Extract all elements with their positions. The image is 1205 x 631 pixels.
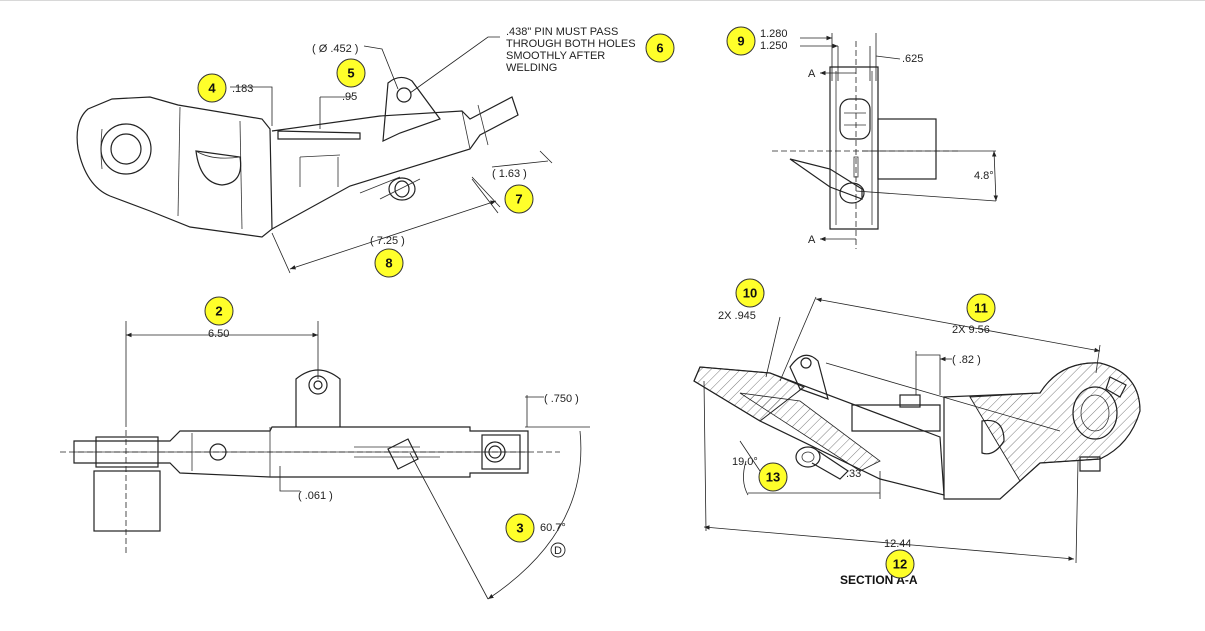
- view-top: [60, 321, 590, 600]
- dim-650: 6.50: [208, 328, 229, 340]
- balloon-5: 5: [336, 58, 366, 88]
- view-section-a-a: [693, 296, 1141, 564]
- balloon-8: 8: [374, 248, 404, 278]
- dim-1280: 1.280: [760, 28, 788, 40]
- dim-95: .95: [342, 91, 357, 103]
- datum-label: D: [554, 545, 562, 557]
- dim-750: ( .750 ): [544, 393, 579, 405]
- balloon-6: 6: [645, 33, 675, 63]
- dim-956: 2X 9.56: [952, 324, 990, 336]
- dim-1250: 1.250: [760, 40, 788, 52]
- balloon-label: 6: [656, 41, 663, 56]
- dim-48: 4.8°: [974, 170, 994, 182]
- balloon-label: 8: [385, 256, 392, 271]
- dim-1244: 12.44: [884, 538, 912, 550]
- note-pin-line4: WELDING: [506, 62, 557, 74]
- balloon-label: 5: [347, 66, 354, 81]
- balloon-label: 10: [743, 286, 757, 301]
- note-pin-line2: THROUGH BOTH HOLES: [506, 38, 636, 50]
- dim-183: .183: [232, 83, 253, 95]
- dim-82: ( .82 ): [952, 354, 981, 366]
- dim-625: .625: [902, 53, 923, 65]
- balloon-label: 9: [737, 34, 744, 49]
- view-isometric: [76, 76, 519, 238]
- dim-163: ( 1.63 ): [492, 168, 527, 180]
- section-marker-top: A: [808, 68, 816, 80]
- balloon-2: 2: [204, 296, 234, 326]
- section-marker-bottom: A: [808, 234, 816, 246]
- balloon-label: 11: [974, 301, 988, 316]
- balloon-13: 13: [758, 462, 788, 492]
- dim-725: ( 7.25 ): [370, 235, 405, 247]
- dim-33: .33: [846, 468, 861, 480]
- dimensions-view-1: [230, 36, 553, 274]
- dim-061: ( .061 ): [298, 490, 333, 502]
- balloon-4: 4: [197, 73, 227, 103]
- balloon-label: 4: [208, 81, 216, 96]
- balloon-11: 11: [966, 293, 996, 323]
- dim-945: 2X .945: [718, 310, 756, 322]
- dim-pin-dia: ( Ø .452 ): [312, 43, 358, 55]
- balloon-label: 3: [516, 521, 523, 536]
- balloon-9: 9: [726, 26, 756, 56]
- balloon-label: 7: [515, 192, 522, 207]
- note-pin-line3: SMOOTHLY AFTER: [506, 50, 605, 62]
- balloon-label: 2: [215, 304, 222, 319]
- view-side: [772, 33, 999, 249]
- balloon-7: 7: [504, 184, 534, 214]
- balloon-label: 12: [893, 557, 907, 572]
- balloon-10: 10: [735, 278, 765, 308]
- dim-607: 60.7°: [540, 522, 566, 534]
- balloon-12: 12: [885, 549, 915, 579]
- balloon-3: 3: [505, 513, 535, 543]
- datum-circle: [550, 542, 566, 558]
- balloon-label: 13: [766, 470, 780, 485]
- dim-190: 19.0°: [732, 456, 758, 468]
- note-pin-line1: .438" PIN MUST PASS: [506, 26, 618, 38]
